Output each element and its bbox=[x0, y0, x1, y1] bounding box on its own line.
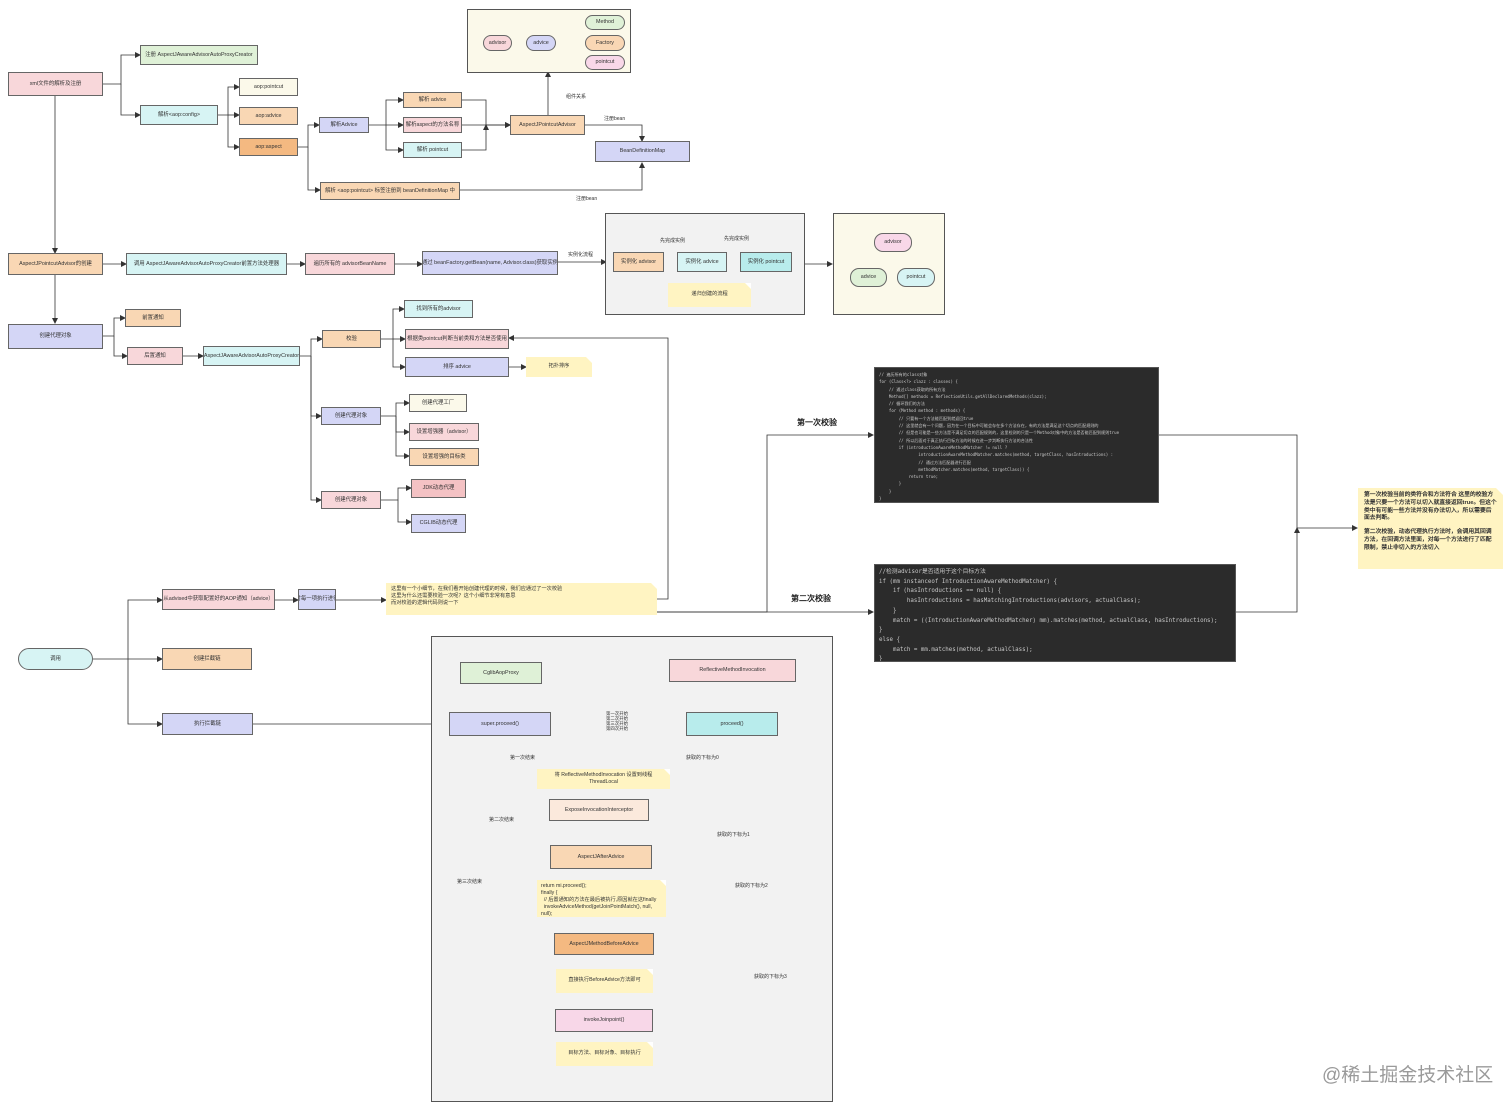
instantiate-pointcut-node[interactable]: 实例化 pointcut bbox=[740, 252, 792, 272]
label-end-1: 第一次结束 bbox=[510, 755, 536, 761]
label-start-1: 第一次开始 bbox=[606, 711, 628, 716]
aop-aspect-node[interactable]: aop:aspect bbox=[239, 138, 298, 156]
create-chain-node[interactable]: 创建拦截链 bbox=[162, 648, 252, 670]
post-notify-node[interactable]: 后置通知 bbox=[127, 347, 183, 365]
create-proxy-obj-node[interactable]: 创建代理对象 bbox=[321, 407, 381, 425]
label-instantiate-flow: 实例化流程 bbox=[568, 252, 594, 258]
tree-advice-node[interactable]: advice bbox=[850, 268, 887, 287]
pre-notify-node[interactable]: 前置通知 bbox=[125, 309, 181, 327]
create-factory-node[interactable]: 创建代理工厂 bbox=[409, 394, 467, 412]
detail-note: 这里有一个小细节，在我们看开始创建代理的时候，我们应通过了一次校验 这里为什么还… bbox=[386, 583, 657, 615]
check-method-node[interactable]: 对每一项执行进行 bbox=[298, 589, 336, 610]
struct-pointcut-node[interactable]: pointcut bbox=[585, 55, 625, 70]
label-end-2: 第二次结束 bbox=[489, 817, 515, 823]
advisor-tree-panel bbox=[833, 213, 945, 315]
second-check-label: 第二次校验 bbox=[791, 594, 831, 603]
conclusion-note: 第一次校验当前的类符合和方法符合 这里的校验方法是只要一个方法可以切入就直接返回… bbox=[1358, 488, 1503, 569]
aop-pointcut-node[interactable]: aop:pointcut bbox=[239, 78, 298, 96]
create-proxy-node[interactable]: 创建代理对象 bbox=[8, 324, 103, 349]
label-start-4: 第四次开始 bbox=[606, 726, 628, 731]
tree-advisor-node[interactable]: advisor bbox=[874, 233, 912, 252]
struct-advice-node[interactable]: advice bbox=[526, 35, 556, 51]
watermark: @稀土掘金技术社区 bbox=[1322, 1065, 1494, 1086]
struct-advisor-node[interactable]: advisor bbox=[483, 35, 512, 51]
invoke-joinpoint-node[interactable]: invokeJoinpoint() bbox=[555, 1009, 653, 1032]
label-get-1: 获取的下标为1 bbox=[717, 832, 750, 838]
threadlocal-note: 将 ReflectiveMethodInvocation 设置到线程Thread… bbox=[537, 769, 670, 789]
label-complete-first-1: 先完成实例 bbox=[660, 238, 686, 244]
parse-pointcut-register-node[interactable]: 解析 <aop:pointcut> 标签注册到 beanDefinitionMa… bbox=[320, 182, 460, 200]
struct-method-node[interactable]: Method bbox=[585, 15, 625, 30]
parse-pointcut-sub-node[interactable]: 解析 pointcut bbox=[403, 142, 462, 158]
call-node[interactable]: 调用 bbox=[18, 648, 93, 670]
cglib-aop-proxy-node[interactable]: CglibAopProxy bbox=[460, 662, 542, 684]
label-register-bean-1: 注册bean bbox=[604, 116, 626, 122]
bean-definition-map-node[interactable]: BeanDefinitionMap bbox=[595, 141, 690, 162]
instantiate-advice-node[interactable]: 实例化 advice bbox=[677, 252, 727, 272]
label-get-2: 获取的下标为2 bbox=[735, 883, 768, 889]
target-method-note: 目标方法、目标对象、目标执行 bbox=[556, 1042, 653, 1066]
label-get-3: 获取的下标为3 bbox=[754, 974, 787, 980]
get-bean-node[interactable]: 通过 beanFactory.getBean(name, Advisor.cla… bbox=[422, 251, 558, 275]
aop-advice-node[interactable]: aop:advice bbox=[239, 107, 298, 125]
tree-pointcut-node[interactable]: pointcut bbox=[897, 268, 935, 287]
advisor-create-node[interactable]: AspectJPointcutAdvisor的创建 bbox=[8, 253, 103, 275]
parse-advice-node[interactable]: 解析Advice bbox=[319, 117, 369, 133]
expose-invocation-interceptor-node[interactable]: ExposeInvocationInterceptor bbox=[549, 799, 649, 821]
set-advisor-node[interactable]: 设置增强器（advisor） bbox=[409, 423, 479, 441]
recursive-note: 递归创建的流程 bbox=[668, 283, 751, 307]
aspectj-creator-node[interactable]: AspectJAwareAdvisorAutoProxyCreator bbox=[203, 346, 300, 366]
jdk-proxy-node[interactable]: JDK动态代理 bbox=[411, 479, 466, 498]
proceed-node[interactable]: proceed() bbox=[686, 712, 778, 736]
execution-panel bbox=[431, 636, 833, 1102]
cglib-proxy-node[interactable]: CGLIB动态代理 bbox=[411, 514, 466, 533]
label-start-3: 第三次开始 bbox=[606, 721, 628, 726]
label-register-bean-2: 注册bean bbox=[576, 196, 598, 202]
create-proxy-obj2-node[interactable]: 创建代理对象 bbox=[321, 491, 381, 509]
instantiate-advisor-node[interactable]: 实例化 advisor bbox=[613, 252, 664, 272]
struct-factory-node[interactable]: Factory bbox=[585, 35, 625, 51]
exec-chain-node[interactable]: 执行拦截链 bbox=[162, 713, 253, 735]
parse-aspect-method-node[interactable]: 解析aspect的方法名称 bbox=[403, 117, 462, 133]
reflective-method-invocation-node[interactable]: ReflectiveMethodInvocation bbox=[669, 659, 796, 682]
register-creator-node[interactable]: 注册 AspectJAwareAdvisorAutoProxyCreator bbox=[140, 45, 258, 65]
find-all-advisor-node[interactable]: 找到所有的advisor bbox=[404, 300, 473, 318]
label-start-2: 第二次开始 bbox=[606, 716, 628, 721]
sort-advice-node[interactable]: 排序 advice bbox=[405, 357, 509, 377]
finally-note: return mi.proceed(); finally { // 后置通知的方… bbox=[537, 880, 666, 917]
check-node[interactable]: 校验 bbox=[322, 330, 381, 348]
super-proceed-node[interactable]: super.proceed() bbox=[449, 712, 551, 736]
conclusion-second: 第二次校验，动态代理执行方法时，会调用其回调方法，在回调方法里面，对每一个方法进… bbox=[1364, 529, 1492, 551]
aspectj-method-before-advice-node[interactable]: AspectJMethodBeforeAdvice bbox=[554, 933, 654, 955]
label-end-3: 第三次结束 bbox=[457, 879, 483, 885]
label-complete-first-2: 先完成实例 bbox=[724, 236, 750, 242]
set-target-node[interactable]: 设置增强的目标类 bbox=[409, 448, 479, 466]
first-check-label: 第一次校验 bbox=[797, 418, 837, 427]
get-chain-node[interactable]: 从advised中获取配置好的AOP通知（advice） bbox=[162, 589, 275, 610]
aspectj-pointcut-advisor-node[interactable]: AspectJPointcutAdvisor bbox=[510, 115, 585, 135]
parse-advice-sub-node[interactable]: 解析 advice bbox=[403, 92, 462, 108]
xml-parse-node[interactable]: xml文件的解析及注册 bbox=[8, 72, 103, 96]
match-pointcut-node[interactable]: 根据类pointcut判断当前类和方法是否使用 bbox=[405, 329, 509, 349]
label-compose: 组件关系 bbox=[566, 94, 587, 100]
iterate-advisor-names-node[interactable]: 遍历所有的 advisorBeanName bbox=[305, 253, 395, 275]
label-get-0: 获取的下标为0 bbox=[686, 755, 719, 761]
call-creator-node[interactable]: 调用 AspectJAwareAdvisorAutoProxyCreator前置… bbox=[126, 253, 287, 275]
conclusion-first: 第一次校验当前的类符合和方法符合 这里的校验方法是只要一个方法可以切入就直接返回… bbox=[1364, 492, 1497, 522]
parse-aopconfig-node[interactable]: 解析<aop:config> bbox=[140, 105, 218, 125]
aspectj-after-advice-node[interactable]: AspectJAfterAdvice bbox=[550, 845, 652, 869]
topological-sort-note: 拓扑排序 bbox=[526, 357, 592, 377]
before-advice-note: 直接执行BeforeAdvice方法即可 bbox=[556, 969, 653, 993]
